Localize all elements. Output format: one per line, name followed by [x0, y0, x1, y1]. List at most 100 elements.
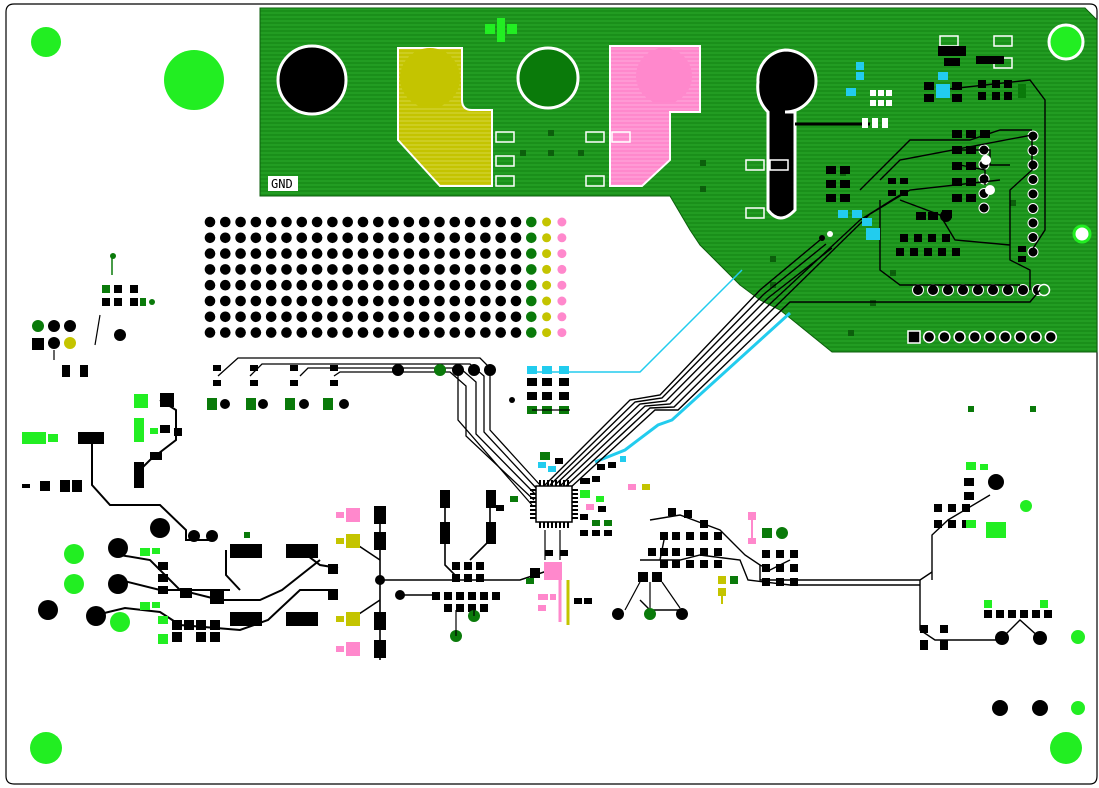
- header-pin: [204, 295, 216, 307]
- th-pad: [188, 530, 200, 542]
- header-pin: [373, 295, 384, 307]
- header-pin: [434, 311, 445, 323]
- header-pin: [235, 232, 246, 244]
- outlined-pad: [585, 131, 605, 143]
- ic-pin: [530, 489, 536, 491]
- th-pad: [452, 364, 464, 376]
- header-pin: [922, 330, 936, 344]
- th-pad: [206, 530, 218, 542]
- header-pin: [281, 248, 292, 259]
- smd-pad: [285, 398, 295, 410]
- header-pin: [418, 248, 430, 259]
- th-pad: [988, 474, 1004, 490]
- smd-pad: [920, 640, 928, 650]
- mount-hole-br: [1050, 732, 1082, 764]
- header-pin: [403, 232, 415, 244]
- header-pin: [327, 216, 338, 228]
- via: [985, 185, 995, 195]
- header-pin: [373, 248, 384, 259]
- smd-pad: [444, 604, 452, 612]
- smd-pad: [870, 100, 876, 106]
- smd-pad: [790, 564, 798, 572]
- smd-pad: [748, 538, 756, 544]
- th-pad: [375, 575, 385, 585]
- header-pin: [449, 279, 461, 291]
- smd-pad: [730, 576, 738, 584]
- ic-pin: [572, 501, 578, 503]
- pin-header-grid: [204, 216, 567, 338]
- smd-pad: [184, 620, 194, 630]
- header-pin: [265, 295, 277, 307]
- header-pin: [281, 311, 292, 323]
- cyan-pad: [559, 366, 569, 374]
- smd-pad: [62, 365, 70, 377]
- header-pin: [495, 327, 507, 338]
- header-pin: [357, 327, 369, 338]
- header-pin: [327, 327, 338, 338]
- ic-pin: [572, 505, 578, 507]
- th-pad-green: [1071, 701, 1085, 715]
- smd-pad: [72, 480, 82, 492]
- header-pin: [1027, 246, 1039, 258]
- outlined-pad: [495, 175, 515, 187]
- via-right-small: [1072, 224, 1092, 244]
- header-pin: [250, 295, 262, 307]
- th-pad-green: [64, 574, 84, 594]
- smd-pad: [207, 398, 217, 410]
- th-pad: [220, 399, 230, 409]
- smd-pad: [174, 428, 182, 436]
- smd-pad: [542, 392, 552, 400]
- th-pad-large: [108, 538, 128, 558]
- header-pin: [480, 311, 491, 323]
- smd-pad: [584, 598, 592, 604]
- smd-pad: [952, 146, 962, 154]
- smd-pad: [966, 162, 976, 170]
- header-pin: [388, 311, 399, 323]
- smd-pad: [934, 504, 942, 512]
- header-pin: [388, 264, 399, 275]
- th-pad-large: [108, 574, 128, 594]
- pour-via: [870, 300, 876, 306]
- th-pad: [995, 631, 1009, 645]
- smd-pad: [130, 285, 138, 293]
- smd-pad: [952, 194, 962, 202]
- header-pin: [388, 216, 399, 228]
- smd-pad: [538, 594, 548, 600]
- outlined-pad: [993, 35, 1013, 47]
- via: [827, 231, 833, 237]
- header-pin: [220, 216, 231, 228]
- smd-pad: [545, 550, 553, 556]
- th-pad: [48, 320, 60, 332]
- smd-pad: [526, 578, 534, 584]
- smd-pad: [660, 532, 668, 540]
- header-pin: [327, 295, 338, 307]
- header-pin: [220, 327, 231, 338]
- ic-pin: [539, 480, 541, 486]
- smd-pad: [604, 520, 612, 526]
- smd-pad: [210, 632, 220, 642]
- smd-pad: [158, 586, 168, 594]
- smd-pad: [762, 550, 770, 558]
- header-pin: [327, 248, 338, 259]
- header-pin: [434, 248, 445, 259]
- header-pin: [480, 327, 491, 338]
- header-pin: [342, 311, 354, 323]
- header-pin: [526, 327, 537, 338]
- header-pin: [542, 312, 552, 322]
- outlined-pad: [745, 207, 765, 219]
- header-pin: [281, 279, 292, 291]
- smd-pad: [550, 594, 556, 600]
- smd-pad: [1032, 610, 1040, 618]
- header-pin: [557, 296, 567, 306]
- th-pad: [339, 399, 349, 409]
- header-pin: [220, 311, 231, 323]
- header-pin: [296, 311, 308, 323]
- smd-pad: [290, 380, 298, 386]
- header-pin: [480, 295, 491, 307]
- mount-hole-tr: [1047, 23, 1085, 61]
- smd-pad: [700, 560, 708, 568]
- ic-pin: [555, 522, 557, 528]
- header-pin: [311, 248, 323, 259]
- smd-pad: [114, 298, 122, 306]
- green-pad: [22, 432, 46, 444]
